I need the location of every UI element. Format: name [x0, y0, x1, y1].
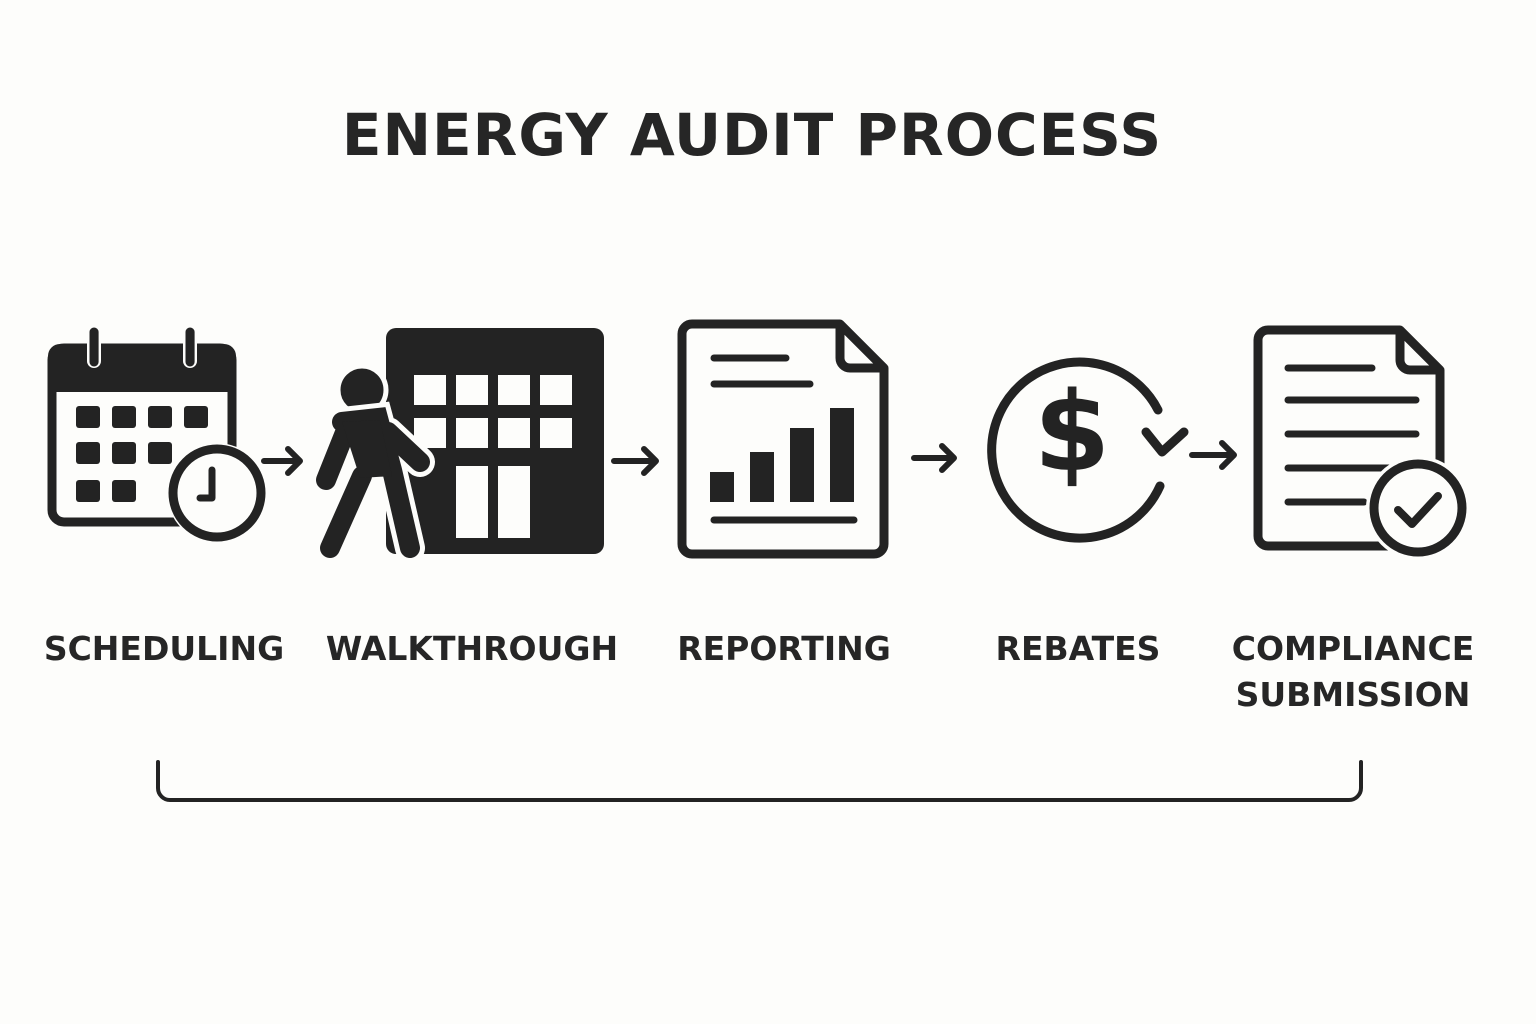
arrow-icon [911, 443, 957, 473]
step-label-rebates: REBATES [996, 629, 1161, 668]
step-label-submission: SUBMISSION [1236, 675, 1471, 714]
timeline-bracket [156, 760, 1363, 802]
report-document-chart-icon [677, 319, 889, 559]
document-check-icon [1253, 325, 1470, 560]
dollar-sign: $ [1034, 368, 1111, 496]
step-label-reporting: REPORTING [677, 629, 891, 668]
diagram-title: ENERGY AUDIT PROCESS [342, 101, 1162, 169]
step-label-scheduling: SCHEDULING [44, 629, 284, 668]
dollar-cycle-icon: $ [987, 357, 1189, 543]
step-label-compliance: COMPLIANCE [1232, 629, 1475, 668]
calendar-clock-icon [47, 327, 267, 543]
arrow-icon [1189, 440, 1237, 470]
person-walking-building-icon [311, 328, 604, 563]
arrow-icon [611, 446, 659, 476]
arrow-icon [261, 446, 303, 476]
step-label-walkthrough: WALKTHROUGH [326, 629, 618, 668]
